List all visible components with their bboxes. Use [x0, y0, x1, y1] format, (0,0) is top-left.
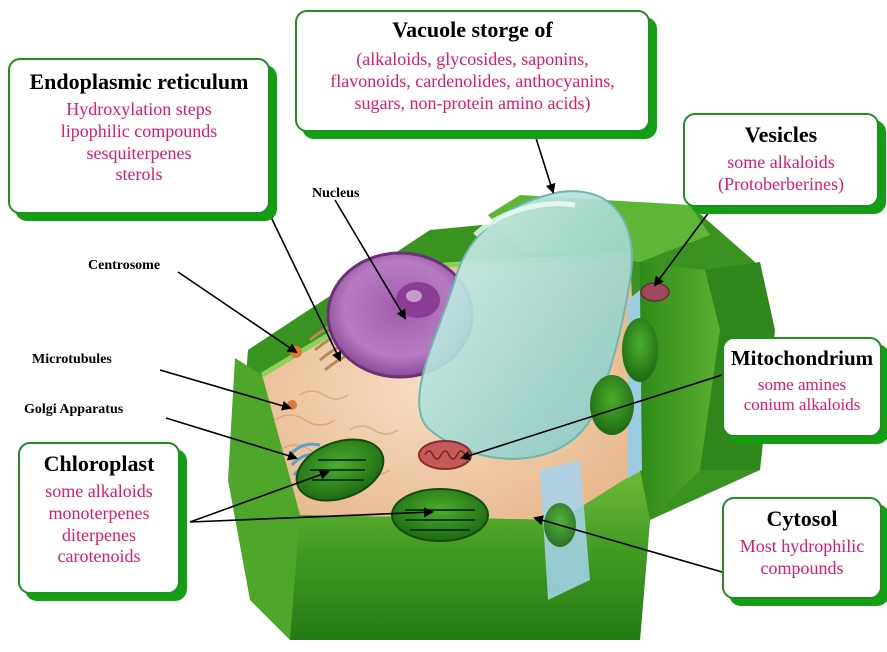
vesicle-structure [641, 283, 669, 301]
centrosome-label: Centrosome [88, 258, 160, 274]
vacuole-callout: Vacuole storge of (alkaloids, glycosides… [295, 10, 650, 132]
chloroplast-title: Chloroplast [20, 452, 178, 477]
mitochondrium-title: Mitochondrium [724, 347, 880, 371]
mitochondrium-line-1: some amines [724, 375, 880, 396]
vacuole-line-1: (alkaloids, glycosides, saponins, [297, 49, 648, 71]
cytosol-callout: Cytosol Most hydrophilic compounds [722, 497, 882, 599]
golgi-apparatus-label: Golgi Apparatus [24, 402, 123, 418]
nucleus-label: Nucleus [312, 186, 359, 202]
vesicles-callout: Vesicles some alkaloids (Protoberberines… [683, 113, 879, 207]
er-line-2: lipophilic compounds [10, 121, 268, 143]
vacuole-title: Vacuole storge of [297, 18, 648, 43]
cytosol-title: Cytosol [724, 507, 880, 532]
er-line-4: sterols [10, 164, 268, 186]
mitochondrium-line-2: conium alkaloids [724, 395, 880, 416]
mitochondrion-structure [419, 441, 471, 469]
vesicles-line-2: (Protoberberines) [685, 174, 877, 196]
er-callout: Endoplasmic reticulum Hydroxylation step… [8, 58, 270, 214]
chloroplast-callout: Chloroplast some alkaloids monoterpenes … [18, 442, 180, 594]
microtubule-dot [287, 400, 297, 410]
vesicles-line-1: some alkaloids [685, 152, 877, 174]
mitochondrium-callout: Mitochondrium some amines conium alkaloi… [722, 337, 882, 437]
er-line-3: sesquiterpenes [10, 143, 268, 165]
cytosol-line-1: Most hydrophilic [724, 536, 880, 558]
er-line-1: Hydroxylation steps [10, 99, 268, 121]
er-title: Endoplasmic reticulum [10, 70, 268, 95]
chloroplast-line-2: monoterpenes [20, 503, 178, 525]
cytosol-line-2: compounds [724, 558, 880, 580]
microtubules-label: Microtubules [32, 352, 112, 368]
vesicles-title: Vesicles [685, 123, 877, 148]
vacuole-line-2: flavonoids, cardenolides, anthocyanins, [297, 71, 648, 93]
vacuole-line-3: sugars, non-protein amino acids) [297, 93, 648, 115]
chloroplast-line-4: carotenoids [20, 546, 178, 568]
chloroplast-line-1: some alkaloids [20, 481, 178, 503]
chloroplast-line-3: diterpenes [20, 525, 178, 547]
